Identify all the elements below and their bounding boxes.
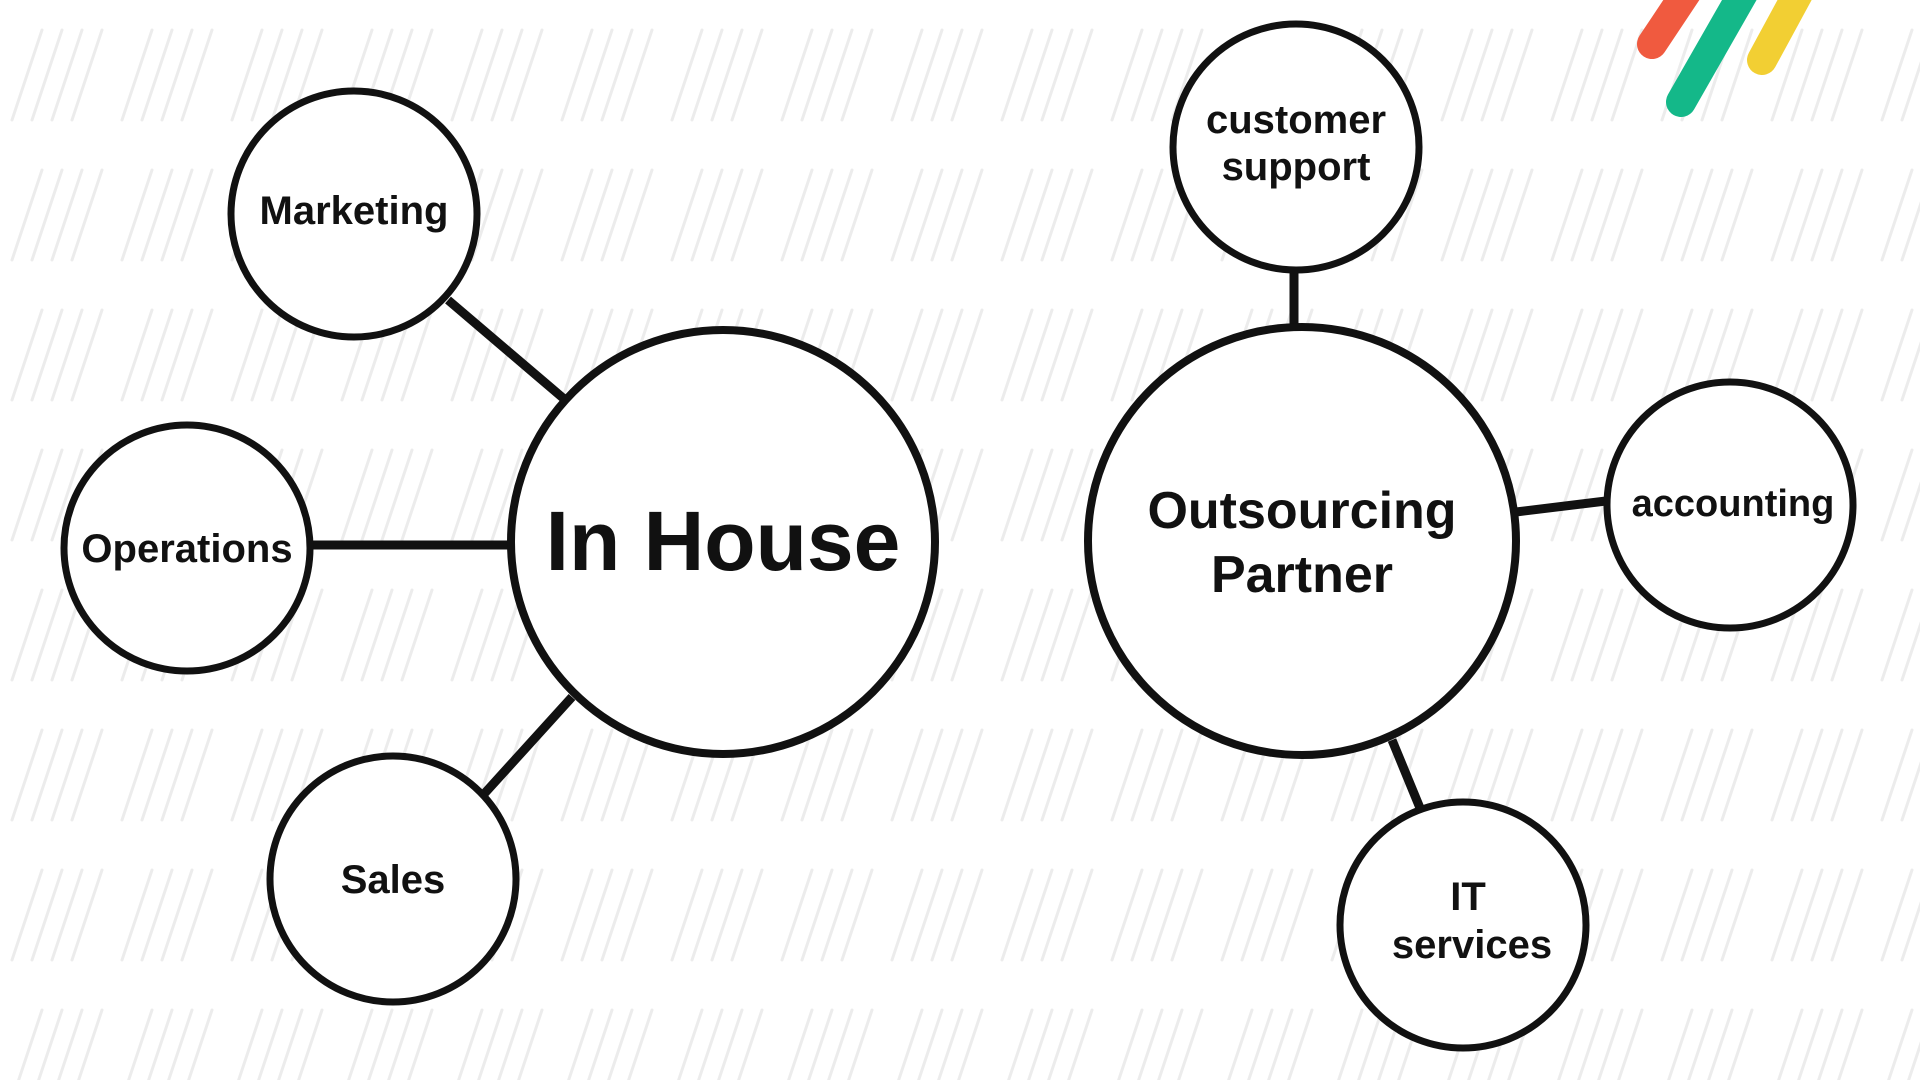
node-operations [60, 421, 314, 675]
node-marketing [227, 87, 481, 341]
logo-stripe-yellow [1747, 0, 1812, 75]
outsourcing-connectors [1289, 270, 1607, 810]
logo-stripe-green [1666, 0, 1757, 117]
accounting-label: accounting [1632, 483, 1835, 525]
operations-label: Operations [81, 527, 292, 571]
marketing-label: Marketing [260, 189, 449, 233]
node-it-services [1336, 798, 1590, 1052]
outsourcing-title-line1: Outsourcing [1147, 482, 1456, 540]
node-accounting [1603, 378, 1857, 632]
in-house-connectors [310, 296, 576, 798]
customer-support-line2: support [1222, 145, 1371, 189]
connector-it-services [1387, 738, 1425, 810]
node-in-house [507, 326, 939, 758]
it-services-line1: IT [1450, 875, 1486, 919]
sales-label: Sales [341, 858, 446, 902]
connector-accounting [1515, 496, 1607, 517]
it-services-line2: services [1392, 923, 1552, 967]
logo-stripe-red [1637, 0, 1700, 59]
in-house-title: In House [546, 494, 901, 588]
brand-logo-icon [1637, 0, 1812, 117]
node-outsourcing-partner [1084, 323, 1520, 759]
node-customer-support [1169, 20, 1423, 274]
node-sales [266, 752, 520, 1006]
connector-sales [480, 693, 576, 798]
connector-marketing [445, 296, 566, 402]
customer-support-line1: customer [1206, 98, 1386, 142]
outsourcing-title-line2: Partner [1211, 546, 1393, 604]
